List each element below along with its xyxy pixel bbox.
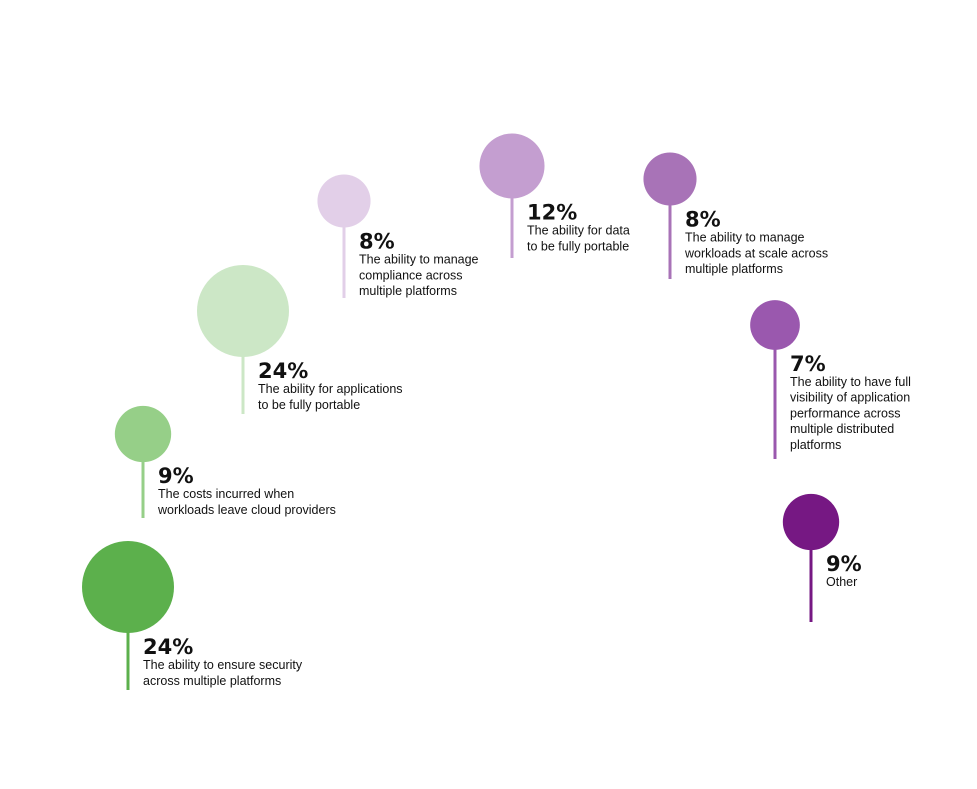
bubble-circle <box>643 152 697 206</box>
bubble-percent-label: 9% <box>826 552 862 576</box>
bubble-percent-label: 9% <box>158 464 194 488</box>
bubble-description-line: The ability to manage <box>685 231 805 245</box>
bubble-percent-label: 7% <box>790 352 826 376</box>
bubble-description-line: platforms <box>790 438 841 452</box>
bubble-description-line: multiple platforms <box>685 262 783 276</box>
bubble-description-line: The costs incurred when <box>158 487 294 501</box>
bubble-description-line: performance across <box>790 406 900 420</box>
bubble-description-line: The ability to ensure security <box>143 658 303 672</box>
bubble-description-line: The ability for applications <box>258 382 403 396</box>
bubble-circle <box>317 174 371 228</box>
bubble-circle <box>750 300 800 350</box>
bubble-percent-label: 12% <box>527 201 577 225</box>
bubble-description-line: compliance across <box>359 268 463 282</box>
bubble-description-line: across multiple platforms <box>143 674 281 688</box>
bubble-circle <box>197 265 289 357</box>
bubble-description-line: to be fully portable <box>258 398 360 412</box>
bubble-circle <box>782 493 840 551</box>
bubble-description-line: The ability for data <box>527 224 630 238</box>
bubble-description-line: visibility of application <box>790 391 910 405</box>
bubble-circle <box>82 541 174 633</box>
bubble-description-line: The ability to have full <box>790 375 911 389</box>
bubble-circle <box>479 133 545 199</box>
bubble-description-line: The ability to manage <box>359 253 479 267</box>
bubble-circle <box>114 405 172 463</box>
bubble-description-line: workloads at scale across <box>684 246 828 260</box>
bubble-percent-label: 8% <box>359 230 395 254</box>
bubble-description-line: multiple distributed <box>790 422 894 436</box>
bubble-description-line: workloads leave cloud providers <box>157 503 336 517</box>
bubble-description-line: to be fully portable <box>527 239 629 253</box>
bubble-percent-label: 24% <box>143 635 193 659</box>
bubble-description-line: multiple platforms <box>359 284 457 298</box>
bubble-description-line: Other <box>826 575 857 589</box>
bubble-percent-label: 8% <box>685 208 721 232</box>
bubble-percent-label: 24% <box>258 359 308 383</box>
